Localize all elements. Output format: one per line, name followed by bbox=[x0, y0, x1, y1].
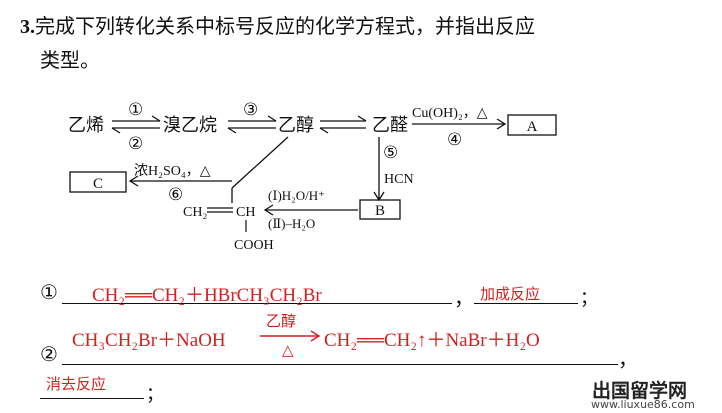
label-reaction-3: ③ bbox=[243, 100, 258, 119]
watermark-site-name: 出国留学网 bbox=[592, 380, 688, 402]
acrylic-ch: CH bbox=[236, 205, 255, 220]
answer-2-arrow bbox=[260, 330, 321, 342]
box-a bbox=[507, 114, 557, 136]
reagent-hcn: HCN bbox=[384, 172, 414, 187]
label-reaction-5: ⑤ bbox=[383, 143, 398, 162]
condition-step-ii: (Ⅱ)–H₂O bbox=[268, 216, 315, 231]
answer-2-type: 消去反应 bbox=[46, 375, 107, 393]
condition-step-i: (Ⅰ)H₂O/H⁺ bbox=[268, 188, 325, 203]
node-ethanal: 乙醛 bbox=[372, 115, 408, 135]
answer-2-number: ② bbox=[40, 342, 58, 366]
question-text: 完成下列转化关系中标号反应的化学方程式，并指出反应 bbox=[35, 14, 535, 38]
box-c-label: C bbox=[93, 176, 103, 192]
answer-1-separator: ， bbox=[454, 286, 474, 310]
box-b bbox=[359, 199, 401, 220]
label-reaction-6: ⑥ bbox=[168, 185, 183, 204]
question-line-1: 3.完成下列转化关系中标号反应的化学方程式，并指出反应 bbox=[20, 10, 535, 39]
box-a-label: A bbox=[527, 119, 538, 135]
answer-2-lhs: CH₃CH₂Br＋NaOH bbox=[72, 330, 226, 351]
answer-1-equation: CH₂══CH₂＋HBrCH₃CH₂Br bbox=[92, 285, 322, 306]
answer-2-blank bbox=[62, 364, 618, 365]
answer-1-number: ① bbox=[40, 280, 58, 304]
watermark-site-url: www.liuxue86.com bbox=[591, 398, 695, 411]
answer-2-end: ； bbox=[146, 384, 164, 405]
condition-h2so4: 浓H₂SO₄，△ bbox=[134, 163, 211, 179]
answer-2-condition-top: 乙醇 bbox=[266, 312, 297, 330]
node-ethanol: 乙醇 bbox=[278, 115, 314, 135]
answer-2-type-blank bbox=[40, 398, 144, 399]
answer-1-type: 加成反应 bbox=[480, 285, 541, 303]
box-c bbox=[69, 171, 127, 193]
answer-2-separator: ， bbox=[618, 347, 638, 371]
answer-1-end: ； bbox=[580, 288, 598, 309]
answer-2-rhs: CH₂══CH₂↑＋NaBr＋H₂O bbox=[324, 330, 540, 351]
label-reaction-2: ② bbox=[128, 134, 143, 153]
condition-cuoh2: Cu(OH)₂，△ bbox=[412, 106, 488, 121]
reaction-diagram: 乙烯 溴乙烷 乙醇 乙醛 ① ② ③ Cu(OH)₂，△ ④ A ⑤ HCN bbox=[68, 100, 557, 253]
node-bromoethane: 溴乙烷 bbox=[163, 115, 217, 135]
answer-1-blank bbox=[62, 303, 452, 304]
box-b-label: B bbox=[375, 203, 385, 219]
label-reaction-4: ④ bbox=[447, 130, 462, 149]
label-reaction-1: ① bbox=[128, 100, 143, 119]
question-number: 3. bbox=[20, 16, 35, 38]
answer-1-type-blank bbox=[474, 303, 578, 304]
answer-2-condition-bottom: △ bbox=[282, 341, 294, 359]
acrylic-cooh: COOH bbox=[234, 238, 274, 253]
acrylic-ch2: CH₂ bbox=[183, 205, 207, 220]
question-line-2: 类型。 bbox=[40, 48, 100, 72]
node-ethylene: 乙烯 bbox=[68, 115, 104, 135]
